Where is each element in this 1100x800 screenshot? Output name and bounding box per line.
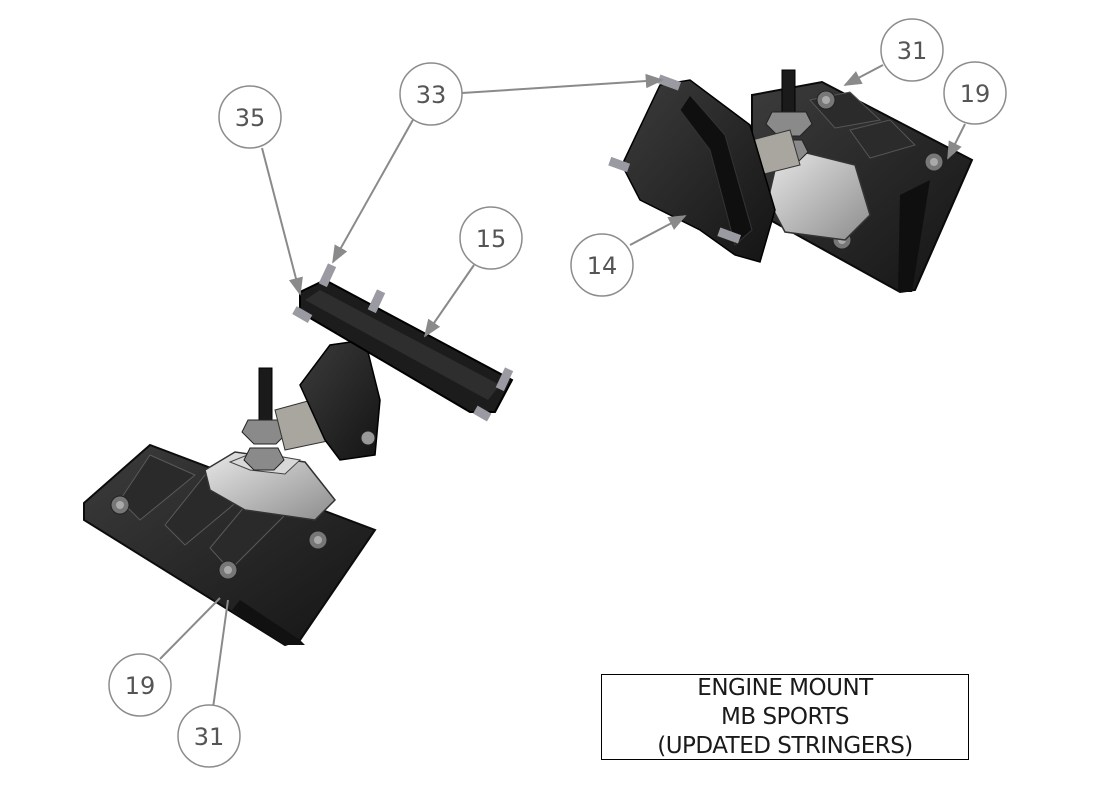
leader-19-bottom — [159, 597, 221, 660]
balloon-31-bottom-label: 31 — [194, 723, 225, 751]
leader-15 — [423, 264, 475, 338]
title-line-2: MB SPORTS — [721, 703, 849, 730]
balloon-15: 15 — [459, 206, 523, 270]
upper-upright-rib — [679, 94, 753, 246]
leader-lines — [159, 64, 966, 709]
balloon-31-top-label: 31 — [897, 37, 928, 65]
leader-19-top — [947, 123, 966, 160]
upper-base-bolt-2 — [924, 152, 944, 172]
upper-base-bolt-1 — [816, 90, 836, 110]
title-block: ENGINE MOUNT MB SPORTS (UPDATED STRINGER… — [601, 674, 969, 760]
lower-top-plate-face — [305, 290, 500, 400]
plate-stud-4 — [292, 306, 313, 323]
upper-nut-top — [765, 111, 813, 137]
leader-33-left — [332, 117, 415, 264]
balloon-14: 14 — [570, 233, 634, 297]
balloon-31-top: 31 — [880, 18, 944, 82]
balloon-15-label: 15 — [476, 225, 507, 253]
plate-stud-3 — [495, 367, 514, 392]
leader-31-bottom — [212, 599, 229, 709]
lower-base-side — [232, 600, 305, 645]
plate-stud-5 — [473, 405, 492, 422]
lower-upright-bolt — [360, 430, 376, 446]
upper-right-mount-assembly — [608, 69, 974, 294]
balloon-14-label: 14 — [587, 252, 618, 280]
leader-14 — [629, 215, 687, 246]
lower-base-bolt-2 — [218, 560, 238, 580]
balloon-19-top: 19 — [943, 61, 1007, 125]
leader-33-right — [461, 73, 664, 94]
lower-nut-bottom — [243, 447, 285, 471]
balloon-19-top-label: 19 — [960, 80, 991, 108]
upper-stud-3 — [717, 227, 742, 244]
lower-web-1 — [119, 454, 196, 521]
balloon-33-label: 33 — [416, 81, 447, 109]
lower-base-bolt-3 — [308, 530, 328, 550]
balloon-35: 35 — [218, 85, 282, 149]
balloon-35-label: 35 — [235, 104, 266, 132]
plate-stud-1 — [318, 263, 337, 288]
lower-upright-bracket — [299, 339, 381, 461]
leader-31-top — [843, 64, 884, 86]
upper-base-side — [898, 180, 930, 292]
leader-35 — [261, 147, 303, 296]
upper-web-2 — [849, 119, 916, 159]
plate-stud-2 — [367, 289, 386, 314]
upper-stud-2 — [608, 156, 631, 173]
lower-base-bolt-1 — [110, 495, 130, 515]
balloon-31-bottom: 31 — [177, 704, 241, 768]
balloon-19-bottom: 19 — [108, 653, 172, 717]
balloon-19-bottom-label: 19 — [125, 672, 156, 700]
balloon-33: 33 — [399, 62, 463, 126]
lower-left-mount-assembly — [83, 263, 514, 647]
title-line-1: ENGINE MOUNT — [697, 674, 873, 701]
title-line-3: (UPDATED STRINGERS) — [657, 732, 913, 759]
